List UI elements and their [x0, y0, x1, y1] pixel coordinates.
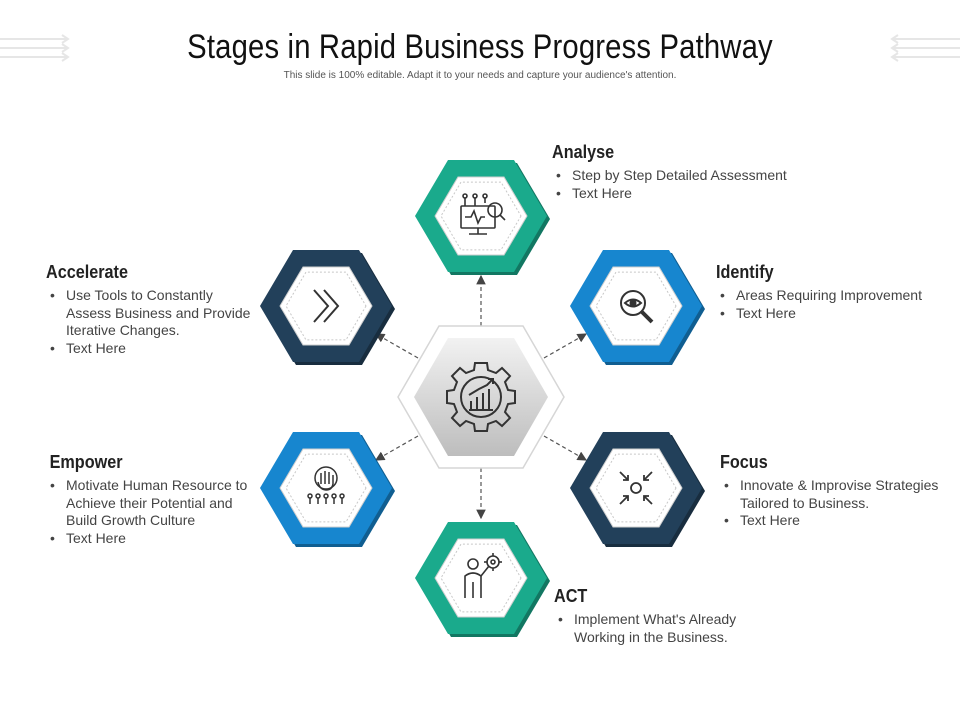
connector-identify: [543, 333, 588, 359]
bullet-item: Innovate & Improvise Strategies Tailored…: [720, 477, 958, 512]
connector-empower: [374, 435, 419, 461]
stage-accelerate: Accelerate Use Tools to Constantly Asses…: [46, 262, 256, 357]
stage-title: Focus: [720, 452, 768, 472]
right-decoration: [890, 34, 960, 62]
connector-accelerate: [374, 333, 419, 359]
center-hexagon: [397, 325, 565, 469]
hexagon-empower: [260, 432, 395, 547]
left-decoration: [0, 34, 70, 62]
hexagon-inner: [279, 448, 373, 528]
connectors: [374, 274, 588, 520]
eye-magnifier-icon: [620, 290, 654, 324]
stage-identify: Identify Areas Requiring Improvement Tex…: [716, 262, 956, 322]
stage-title: ACT: [554, 586, 588, 606]
bullet-item: Text Here: [720, 512, 958, 530]
bullet-item: Text Here: [46, 530, 256, 548]
monitor-analysis-icon: [460, 193, 506, 235]
bullet-item: Areas Requiring Improvement: [716, 287, 956, 305]
stage-title: Accelerate: [46, 262, 128, 282]
bullet-item: Text Here: [716, 305, 956, 323]
stage-title: Empower: [49, 452, 123, 472]
stage-analyse: Analyse Step by Step Detailed Assessment…: [552, 142, 852, 202]
hexagon-focus: [570, 432, 705, 547]
hexagon-inner: [434, 176, 528, 256]
bullet-item: Text Here: [552, 185, 852, 203]
stage-act: ACT Implement What's Already Working in …: [554, 586, 764, 646]
bullet-item: Step by Step Detailed Assessment: [552, 167, 852, 185]
converging-arrows-icon: [619, 471, 653, 505]
bullet-item: Motivate Human Resource to Achieve their…: [46, 477, 256, 530]
bullet-list: Implement What's Already Working in the …: [554, 611, 764, 646]
gear-chart-icon: [446, 362, 516, 432]
team-hand-icon: [307, 466, 345, 504]
slide-title: Stages in Rapid Business Progress Pathwa…: [187, 28, 773, 66]
double-chevron-icon: [313, 289, 340, 323]
bullet-list: Use Tools to Constantly Assess Business …: [46, 287, 256, 357]
bullet-list: Motivate Human Resource to Achieve their…: [46, 477, 256, 547]
bullet-list: Innovate & Improvise Strategies Tailored…: [720, 477, 958, 530]
bullet-list: Step by Step Detailed Assessment Text He…: [552, 167, 852, 202]
hexagon-act: [415, 522, 550, 637]
hexagon-inner: [279, 266, 373, 346]
stage-title: Identify: [716, 262, 774, 282]
bullet-item: Use Tools to Constantly Assess Business …: [46, 287, 256, 340]
slide-subtitle: This slide is 100% editable. Adapt it to…: [283, 70, 677, 81]
connector-focus: [543, 435, 588, 461]
hexagon-accelerate: [260, 250, 395, 365]
bullet-list: Areas Requiring Improvement Text Here: [716, 287, 956, 322]
stage-title: Analyse: [552, 142, 615, 162]
hexagon-analyse: [415, 160, 550, 275]
stage-focus: Focus Innovate & Improvise Strategies Ta…: [720, 452, 958, 530]
person-gear-icon: [464, 553, 502, 598]
stage-empower: Empower Motivate Human Resource to Achie…: [46, 452, 256, 547]
bullet-item: Text Here: [46, 340, 256, 358]
bullet-item: Implement What's Already Working in the …: [554, 611, 764, 646]
hexagon-identify: [570, 250, 705, 365]
hexagon-inner: [589, 448, 683, 528]
